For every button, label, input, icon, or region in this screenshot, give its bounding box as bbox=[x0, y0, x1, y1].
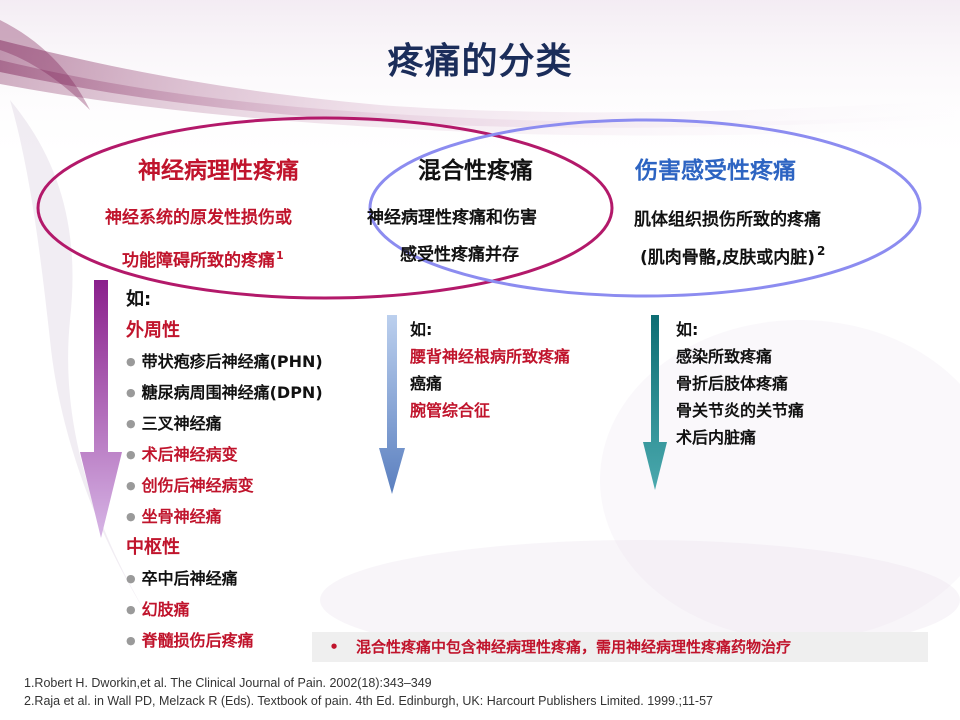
mixed-examples: 如: 腰背神经根病所致疼痛 癌痛 腕管综合征 bbox=[410, 316, 570, 424]
reference-1: 1.Robert H. Dworkin,et al. The Clinical … bbox=[24, 676, 432, 690]
list-item: ●带状疱疹后神经痛(PHN) bbox=[126, 352, 323, 371]
nociceptive-examples: 如: 感染所致疼痛 骨折后肢体疼痛 骨关节炎的关节痛 术后内脏痛 bbox=[676, 316, 804, 451]
nociceptive-example-label: 如: bbox=[676, 320, 699, 339]
list-item: 骨折后肢体疼痛 bbox=[676, 374, 789, 393]
peripheral-label: 外周性 bbox=[126, 320, 180, 341]
page-title: 疼痛的分类 bbox=[387, 41, 573, 82]
list-item: ●幻肢痛 bbox=[126, 600, 190, 619]
mixed-desc-line2: 感受性疼痛并存 bbox=[400, 245, 519, 265]
neuropathic-desc-line1: 神经系统的原发性损伤或 bbox=[105, 208, 292, 228]
list-item: ●术后神经病变 bbox=[126, 445, 238, 464]
mixed-desc-line1: 神经病理性疼痛和伤害 bbox=[367, 208, 537, 228]
reference-2: 2.Raja et al. in Wall PD, Melzack R (Eds… bbox=[24, 694, 713, 708]
mixed-header: 混合性疼痛 bbox=[418, 158, 533, 184]
nociceptive-ellipse bbox=[368, 118, 922, 298]
list-item: ●卒中后神经痛 bbox=[126, 569, 238, 588]
list-item: ●创伤后神经病变 bbox=[126, 476, 254, 495]
list-item: 癌痛 bbox=[410, 374, 443, 393]
list-item: 术后内脏痛 bbox=[676, 428, 757, 447]
list-item: ●脊髓损伤后疼痛 bbox=[126, 631, 254, 650]
neuropathic-examples: 如: 外周性 ●带状疱疹后神经痛(PHN) ●糖尿病周围神经痛(DPN) ●三叉… bbox=[126, 284, 323, 656]
neuropathic-desc-line2: 功能障碍所致的疼痛1 bbox=[122, 249, 284, 271]
neuropathic-ref-mark: 1 bbox=[276, 249, 284, 262]
list-item: ●三叉神经痛 bbox=[126, 414, 222, 433]
nociceptive-desc-line2: (肌肉骨骼,皮肤或内脏)2 bbox=[640, 244, 826, 268]
neuropathic-header: 神经病理性疼痛 bbox=[138, 158, 299, 184]
nociceptive-header: 伤害感受性疼痛 bbox=[635, 158, 796, 184]
note-text: 混合性疼痛中包含神经病理性疼痛，需用神经病理性疼痛药物治疗 bbox=[356, 638, 792, 656]
central-label: 中枢性 bbox=[126, 537, 180, 558]
mixed-example-label: 如: bbox=[410, 320, 433, 339]
list-item: 骨关节炎的关节痛 bbox=[676, 401, 805, 420]
neuropathic-example-label: 如: bbox=[126, 289, 152, 310]
arrow-left bbox=[80, 280, 122, 538]
neuropathic-ellipse bbox=[36, 116, 614, 300]
arrow-middle bbox=[379, 315, 405, 494]
list-item: 腰背神经根病所致疼痛 bbox=[410, 347, 571, 366]
list-item: ●坐骨神经痛 bbox=[126, 507, 222, 526]
note-bullet: • bbox=[329, 638, 339, 656]
list-item: ●糖尿病周围神经痛(DPN) bbox=[126, 383, 323, 402]
list-item: 腕管综合征 bbox=[410, 401, 491, 420]
nociceptive-ref-mark: 2 bbox=[817, 244, 826, 258]
nociceptive-desc-line1: 肌体组织损伤所致的疼痛 bbox=[634, 210, 821, 230]
note-box: • 混合性疼痛中包含神经病理性疼痛，需用神经病理性疼痛药物治疗 bbox=[312, 632, 928, 662]
list-item: 感染所致疼痛 bbox=[676, 347, 773, 366]
arrow-right bbox=[643, 315, 667, 490]
